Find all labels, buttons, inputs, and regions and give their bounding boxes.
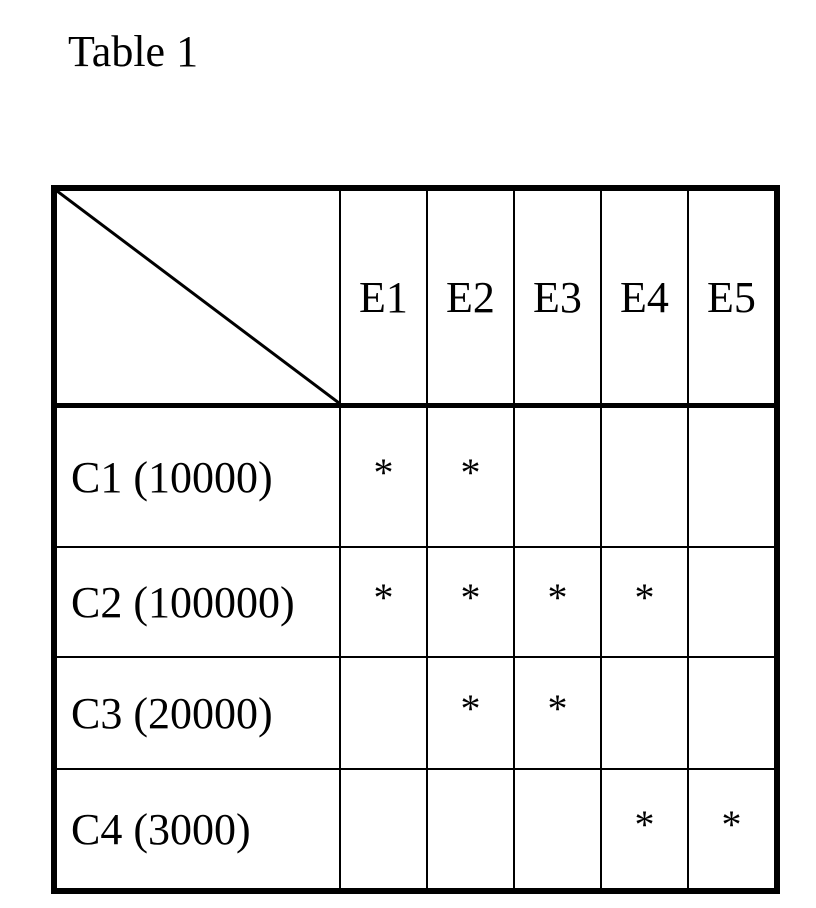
- matrix-table-container: E1 E2 E3 E4 E5 C1 (10000) * * C2 (100000…: [51, 185, 765, 889]
- diagonal-line: [57, 191, 339, 403]
- cell-mark: *: [461, 450, 481, 495]
- cell: *: [514, 657, 601, 769]
- cell: [601, 406, 688, 548]
- column-header-e2: E2: [427, 188, 514, 406]
- cell: *: [688, 769, 777, 891]
- column-header-e5: E5: [688, 188, 777, 406]
- column-header-e3: E3: [514, 188, 601, 406]
- corner-cell: [54, 188, 340, 406]
- cell: [340, 769, 427, 891]
- cell: *: [601, 769, 688, 891]
- cell-mark: *: [548, 686, 568, 731]
- table-row: C3 (20000) * *: [54, 657, 777, 769]
- matrix-table: E1 E2 E3 E4 E5 C1 (10000) * * C2 (100000…: [51, 185, 780, 894]
- cell: *: [601, 547, 688, 657]
- header-row: E1 E2 E3 E4 E5: [54, 188, 777, 406]
- cell: [427, 769, 514, 891]
- cell: [514, 406, 601, 548]
- cell-mark: *: [461, 686, 481, 731]
- cell-mark: *: [722, 802, 742, 847]
- cell-mark: *: [635, 575, 655, 620]
- row-label: C3 (20000): [54, 657, 340, 769]
- cell-mark: *: [635, 802, 655, 847]
- cell: [688, 406, 777, 548]
- table-row: C2 (100000) * * * *: [54, 547, 777, 657]
- cell: [514, 769, 601, 891]
- row-label: C1 (10000): [54, 406, 340, 548]
- table-caption: Table 1: [68, 24, 198, 80]
- cell-mark: *: [548, 575, 568, 620]
- cell: [688, 547, 777, 657]
- cell: *: [340, 406, 427, 548]
- row-label: C4 (3000): [54, 769, 340, 891]
- cell: [601, 657, 688, 769]
- table-row: C4 (3000) * *: [54, 769, 777, 891]
- cell: *: [427, 406, 514, 548]
- cell: *: [514, 547, 601, 657]
- cell: [688, 657, 777, 769]
- column-header-e1: E1: [340, 188, 427, 406]
- cell: *: [427, 547, 514, 657]
- cell: *: [340, 547, 427, 657]
- table-row: C1 (10000) * *: [54, 406, 777, 548]
- cell: *: [427, 657, 514, 769]
- row-label: C2 (100000): [54, 547, 340, 657]
- column-header-e4: E4: [601, 188, 688, 406]
- cell-mark: *: [461, 575, 481, 620]
- cell-mark: *: [374, 450, 394, 495]
- cell: [340, 657, 427, 769]
- cell-mark: *: [374, 575, 394, 620]
